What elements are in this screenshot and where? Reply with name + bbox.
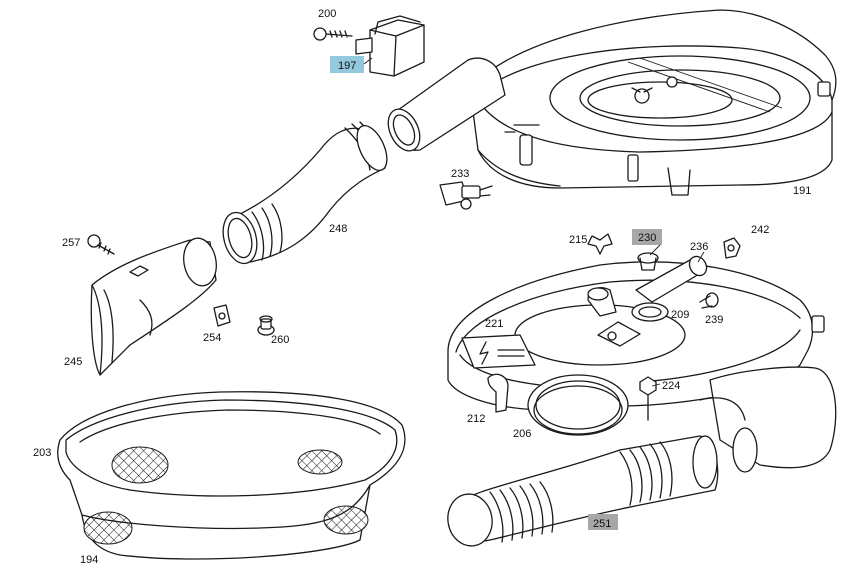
label-212: 212 (467, 413, 485, 425)
label-221: 221 (485, 318, 503, 330)
leader-lines (363, 57, 705, 387)
wing-nut-215 (587, 233, 613, 255)
intake-hose-251 (447, 435, 719, 547)
label-233: 233 (451, 168, 469, 180)
connector-233 (439, 181, 493, 210)
label-209: 209 (671, 309, 689, 321)
highlight-251 (588, 514, 618, 530)
label-248: 248 (329, 223, 347, 235)
air-filter-housing-upper (469, 9, 837, 196)
label-260: 260 (271, 334, 289, 346)
label-242: 242 (751, 224, 769, 236)
part-197-bracket (355, 15, 425, 77)
label-254: 254 (203, 332, 221, 344)
plug-239 (699, 292, 719, 309)
cap-230 (637, 252, 659, 271)
intake-hose-248 (222, 121, 388, 265)
label-203: 203 (33, 447, 51, 459)
clip-254 (213, 304, 231, 327)
label-206: 206 (513, 428, 531, 440)
air-duct-245 (90, 237, 217, 376)
label-215: 215 (569, 234, 587, 246)
label-239: 239 (705, 314, 723, 326)
air-filter-element (57, 391, 406, 560)
air-filter-housing-lower (447, 255, 837, 473)
label-230: 230 (638, 232, 656, 244)
screw-200 (313, 27, 353, 41)
label-257: 257 (62, 237, 80, 249)
label-197: 197 (338, 60, 356, 72)
seal-ring-206 (527, 374, 629, 436)
clip-212 (487, 373, 509, 413)
screw-257 (87, 234, 115, 255)
label-200: 200 (318, 8, 336, 20)
label-191: 191 (793, 185, 811, 197)
grommet-260 (257, 315, 275, 336)
label-236: 236 (690, 241, 708, 253)
intake-snorkel (387, 57, 506, 152)
label-194: 194 (80, 554, 98, 566)
clip-242 (723, 237, 741, 259)
label-245: 245 (64, 356, 82, 368)
label-251: 251 (593, 518, 611, 530)
nut-224 (639, 376, 657, 421)
highlight-230 (632, 229, 662, 245)
label-224: 224 (662, 380, 680, 392)
highlight-197 (330, 56, 364, 73)
